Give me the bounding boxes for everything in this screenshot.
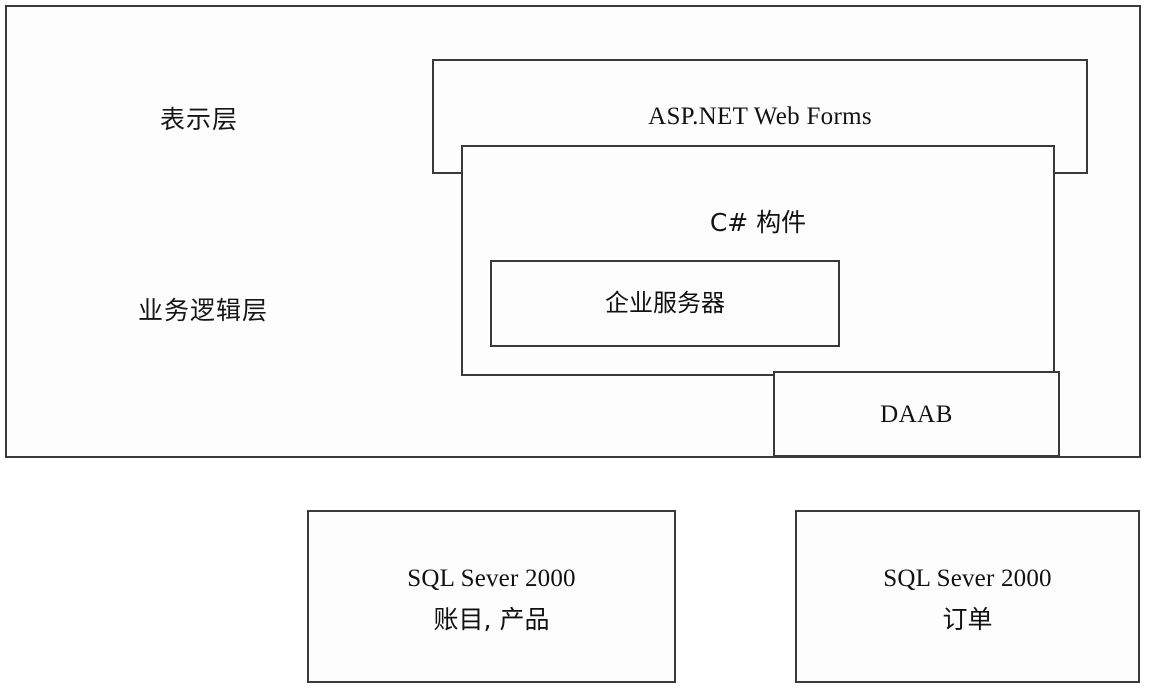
component-label-enterprise-server: 企业服务器 bbox=[605, 289, 725, 317]
component-box-daab: DAAB bbox=[773, 371, 1060, 457]
component-label-aspnet-web-forms: ASP.NET Web Forms bbox=[648, 103, 872, 130]
component-label-daab: DAAB bbox=[880, 401, 953, 428]
database-label-orders-product: SQL Sever 2000 bbox=[883, 565, 1052, 592]
component-label-csharp-components: C# 构件 bbox=[709, 208, 807, 237]
database-box-orders: SQL Sever 2000 订单 bbox=[795, 510, 1140, 683]
database-box-accounts: SQL Sever 2000 账目, 产品 bbox=[307, 510, 676, 683]
database-label-accounts-tables: 账目, 产品 bbox=[433, 605, 550, 634]
layer-label-business: 业务逻辑层 bbox=[138, 296, 269, 325]
database-label-orders-tables: 订单 bbox=[942, 605, 993, 634]
database-label-accounts-product: SQL Sever 2000 bbox=[407, 565, 576, 592]
component-box-enterprise-server: 企业服务器 bbox=[490, 260, 840, 347]
component-box-csharp-components: C# 构件 企业服务器 bbox=[461, 145, 1055, 376]
layer-label-presentation: 表示层 bbox=[160, 105, 239, 134]
